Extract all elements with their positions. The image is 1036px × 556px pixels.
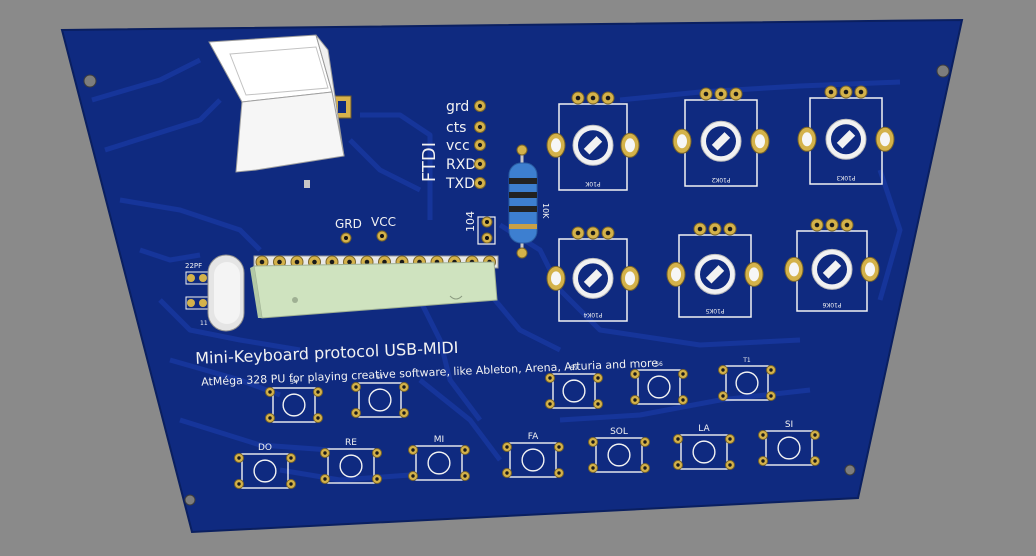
button-st: ST [351, 374, 409, 418]
svg-text:104: 104 [464, 211, 477, 232]
usb-b-connector [208, 34, 352, 188]
button-label: 34 [290, 379, 298, 386]
ftdi-pin-grd: grd [446, 99, 486, 115]
button-re: RE [320, 438, 382, 484]
ftdi-pin-label: grd [446, 99, 469, 115]
button-fa: FA [502, 432, 564, 478]
potentiometer-p10k: P10K [546, 91, 640, 191]
atmega328-chip [250, 255, 499, 319]
potentiometer-p10k4: P10K4 [546, 226, 640, 322]
ftdi-pin-cts: cts [446, 120, 486, 136]
grd-power-label: GRD [335, 217, 362, 231]
button-sol: SOL [588, 427, 650, 473]
button-label: RE [345, 438, 357, 448]
button-do: DO [234, 443, 296, 489]
potentiometer-p10k2: P10K2 [672, 87, 770, 187]
button-label: FA [528, 432, 539, 442]
button-label: T1 [742, 357, 751, 364]
svg-text:11: 11 [200, 320, 208, 327]
potentiometer-label: P10K4 [583, 311, 602, 318]
mounting-holes [83, 64, 950, 506]
button-label: S9 [570, 365, 578, 372]
button-s6: S6 [630, 361, 688, 405]
button-label: MI [434, 435, 444, 445]
ftdi-pin-vcc: vcc [446, 138, 486, 154]
ftdi-pin-label: vcc [446, 138, 470, 154]
ftdi-pin-label: RXD [446, 157, 476, 173]
buttons-top-row: 34 ST S9 S6 T1 [265, 357, 776, 423]
button-s9: S9 [545, 365, 603, 409]
button-la: LA [673, 424, 735, 470]
ftdi-label: FTDI [419, 142, 440, 182]
potentiometer-p10k3: P10K3 [797, 85, 895, 185]
crystal-16mhz: 22PF 11 [185, 254, 245, 332]
svg-text:10K: 10K [541, 203, 550, 219]
potentiometer-p10k6: P10K6 [784, 218, 880, 312]
capacitor-104: 104 [464, 211, 496, 245]
button-label: SOL [610, 427, 628, 437]
potentiometer-label: P10K2 [711, 176, 730, 183]
button-label: SI [785, 420, 793, 430]
button-label: S6 [655, 361, 663, 368]
buttons-note-row: DO RE MI FA SOL LA SI [234, 420, 820, 489]
potentiometer-label: P10K6 [822, 301, 841, 308]
button-label: ST [376, 374, 384, 381]
ftdi-pin-label: TXD [445, 176, 475, 192]
vcc-power-label: VCC [371, 215, 396, 229]
resistor-10k: 10K [508, 144, 550, 259]
ftdi-pin-label: cts [446, 120, 466, 136]
potentiometer-label: P10K5 [705, 307, 724, 314]
button-si: SI [758, 420, 820, 466]
ftdi-pin-txd: TXD [445, 176, 486, 192]
ftdi-pin-rxd: RXD [446, 157, 486, 173]
button-t1: T1 [718, 357, 776, 401]
potentiometer-label: P10K3 [836, 174, 855, 181]
button-mi: MI [408, 435, 470, 481]
button-label: LA [698, 424, 710, 434]
potentiometer-p10k5: P10K5 [666, 222, 764, 318]
svg-text:22PF: 22PF [185, 262, 202, 270]
potentiometer-label: P10K [584, 180, 600, 187]
button-label: DO [258, 443, 272, 453]
button-34: 34 [265, 379, 323, 423]
